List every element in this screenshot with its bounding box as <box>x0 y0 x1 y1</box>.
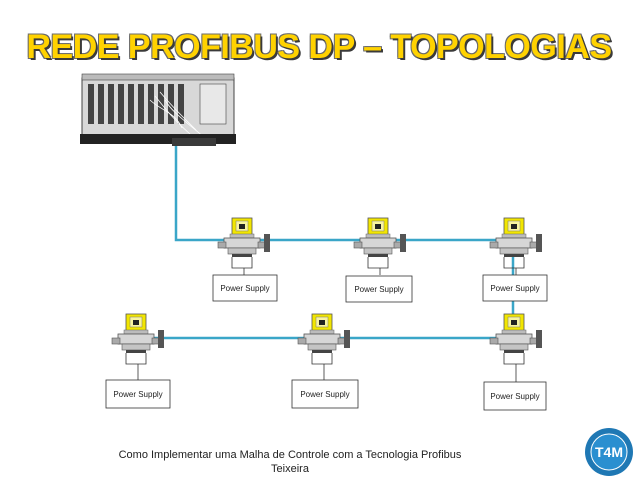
power-supply-label: Power Supply <box>490 392 539 401</box>
power-supply-label: Power Supply <box>354 285 403 294</box>
footer-line-1: Como Implementar uma Malha de Controle c… <box>118 449 462 461</box>
power-supply-box: Power Supply <box>345 275 413 303</box>
field-device <box>111 313 165 354</box>
footer-caption: Como Implementar uma Malha de Controle c… <box>80 448 500 476</box>
power-supply-box: Power Supply <box>291 379 359 409</box>
power-supply-box: Power Supply <box>105 379 171 409</box>
logo-text: T4M <box>595 444 623 460</box>
field-device <box>297 313 351 354</box>
field-device <box>489 217 543 258</box>
power-supply-label: Power Supply <box>220 284 269 293</box>
field-device <box>217 217 271 258</box>
power-supply-box: Power Supply <box>483 381 547 411</box>
profibus-bus <box>133 146 515 340</box>
power-supply-label: Power Supply <box>300 390 349 399</box>
power-supply-box: Power Supply <box>482 274 548 302</box>
field-device <box>489 313 543 354</box>
power-supply-label: Power Supply <box>490 284 539 293</box>
power-supply-label: Power Supply <box>113 390 162 399</box>
t4m-logo: T4M <box>585 428 633 476</box>
power-supply-box: Power Supply <box>212 274 278 302</box>
field-device <box>353 217 407 258</box>
plc-rack <box>80 73 236 146</box>
footer-line-2: Teixeira <box>271 463 309 475</box>
slide-title: REDE PROFIBUS DP – TOPOLOGIAS <box>26 28 612 66</box>
